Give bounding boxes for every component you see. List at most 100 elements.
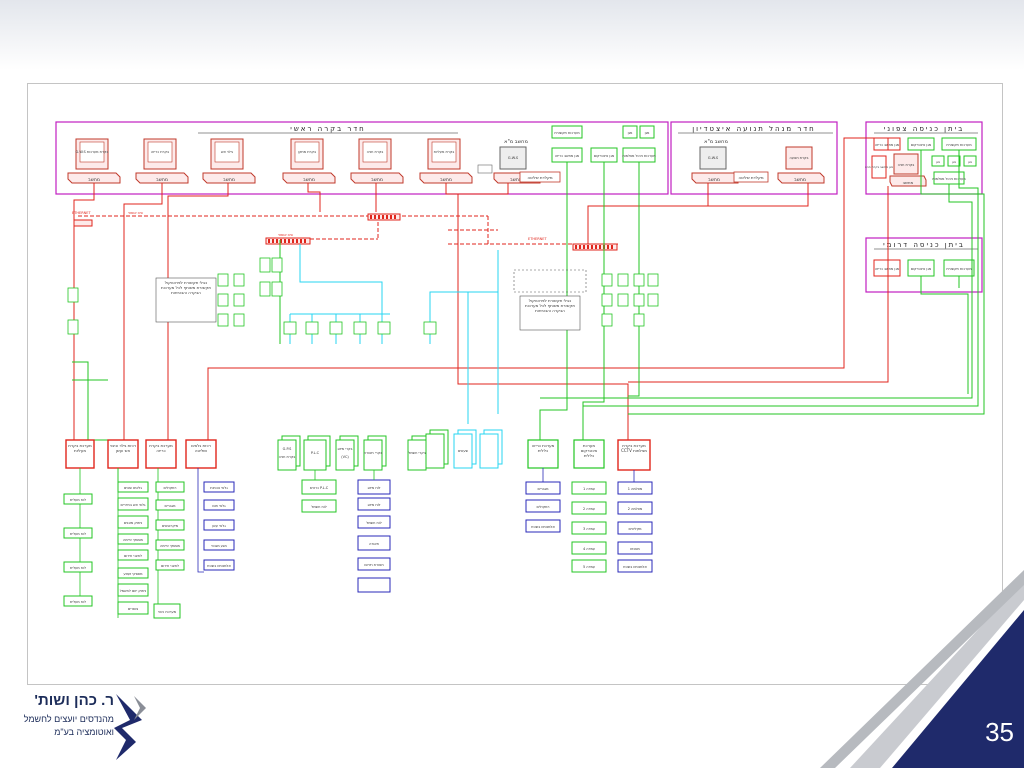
svg-text:מקלדת שליטה: מקלדת שליטה (738, 175, 763, 180)
svg-text:בקרי חשמל: בקרי חשמל (408, 451, 426, 455)
system-block-diagram: חדר בקרה ראשי חדר מנהל תנועה איצטדיון בי… (27, 83, 1003, 685)
svg-text:בקרי תאורה: בקרי תאורה (364, 451, 382, 455)
svg-text:מפסקי זרימה: מפסקי זרימה (160, 544, 180, 548)
svg-text:מגן מחשב בקרת חניה: מגן מחשב בקרת חניה (865, 165, 893, 169)
right-panel-connectors (542, 468, 635, 482)
svg-text:ניתוק יזום לחשמל: ניתוק יזום לחשמל (120, 589, 147, 593)
svg-text:גלאי חום: גלאי חום (212, 504, 226, 508)
field-panel-detectors: רכזת גלאים ושליטה (185, 439, 217, 469)
svg-text:עמדה 1: עמדה 1 (583, 487, 595, 491)
logo-subtitle-line2: ואוטומציה בע"מ (54, 727, 114, 737)
svg-text:מגן אינטרקום: מגן אינטרקום (911, 143, 932, 147)
cctv-items: מצלמה 1 מצלמה 2 מקליטים מסכים אלמנטים בש… (617, 481, 653, 573)
svg-text:בקרת מעליות: בקרת מעליות (434, 150, 455, 154)
workstation-facility: בקרת מתקן מחשב (282, 138, 336, 184)
svg-text:גלאי אש בחדרים: גלאי אש בחדרים (121, 503, 146, 507)
svg-text:מגן אינטרקום: מגן אינטרקום (594, 154, 615, 158)
svg-text:גלאי עשן: גלאי עשן (212, 524, 226, 528)
plc-connectors (314, 470, 375, 480)
svg-text:עמדה 2: עמדה 2 (583, 507, 595, 511)
svg-text:מחשב: מחשב (708, 178, 720, 183)
cyan-links (289, 244, 499, 424)
svg-text:תאורת חירום: תאורת חירום (364, 563, 383, 567)
svg-text:מגן מחשב כריזה: מגן מחשב כריזה (555, 154, 580, 158)
svg-text:G.W.S: G.W.S (508, 156, 519, 160)
svg-text:גלאים שונים: גלאים שונים (124, 486, 142, 490)
field-panel-intercom: מערכת אינטרקום כללית (573, 439, 605, 469)
hvac-items: לוח מיזוג לוח מיזוג לוח חשמל תאורה תאורת… (357, 479, 391, 593)
ethernet-label-1: ETHERNET (72, 211, 91, 215)
svg-text:לוח מעלית: לוח מעלית (70, 600, 86, 604)
svg-text:P.L.C: P.L.C (311, 451, 320, 455)
logo-subtitle-line1: מהנדסים יועצים לחשמל (23, 714, 114, 724)
south-entrance-title: ביתן כניסה דרומי (883, 241, 965, 249)
network-switch-right (572, 243, 618, 251)
svg-text:לוח מיזוג: לוח מיזוג (367, 486, 380, 490)
svg-text:לוח מעלית: לוח מעלית (70, 566, 86, 570)
svg-text:לוח מעלית: לוח מעלית (70, 532, 86, 536)
traffic-keyboard (733, 171, 769, 183)
svg-text:G.W.S: G.W.S (708, 156, 719, 160)
svg-text:מגברים: מגברים (165, 504, 177, 508)
north-entrance-contents: מגן מחשב כריזה מגן אינטרקום מערכות תקשור… (865, 137, 977, 187)
panel-connectors-blue (197, 468, 204, 573)
svg-text:מערכות תקשורת: מערכות תקשורת (554, 131, 580, 135)
svg-text:G.W.S בקרת מערכות: G.W.S בקרת מערכות (76, 150, 109, 154)
svg-text:מגן: מגן (936, 160, 940, 164)
svg-text:(VC): (VC) (341, 455, 349, 459)
svg-text:מצלמה 2: מצלמה 2 (628, 507, 643, 511)
svg-text:גילוי אש: גילוי אש (221, 150, 233, 154)
fire-items: גלאים שונים גלאי אש בחדרים ניתוק מזגנים … (117, 481, 181, 619)
pa-items: רמקולים מגברים מיקרופונים מפסקי זרימה לח… (155, 481, 185, 571)
svg-text:מחשב: מחשב (371, 178, 383, 183)
pa-right-items: מגברים רמקולים אלמנטים בשטח (525, 481, 561, 533)
main-control-room-title: חדר בקרה ראשי (290, 125, 366, 133)
svg-text:מערכות ניהול מצלמות: מערכות ניהול מצלמות (622, 154, 656, 158)
ethernet-label-2: ETHERNET (528, 237, 547, 241)
field-panel-pa: מערכת בקרת כריזה (145, 439, 177, 469)
svg-text:מחשב: מחשב (88, 178, 100, 183)
svg-text:לחצני חירום: לחצני חירום (124, 554, 142, 558)
slide-header-gradient (0, 0, 1024, 70)
field-panel-fire: רכזת גילוי וכיבוי אש ועשן (107, 439, 139, 469)
svg-text:אלמנטים בשטח: אלמנטים בשטח (623, 565, 647, 569)
svg-text:בקרת חניה: בקרת חניה (898, 163, 915, 167)
logo-company-name: ר. כהן ושות' (34, 692, 114, 709)
company-logo: ר. כהן ושות' מהנדסים יועצים לחשמל ואוטומ… (8, 690, 148, 764)
note-left: כבלי תקשורת לפרוטוקול תקשורת משותף לכל מ… (155, 277, 217, 323)
svg-text:מחשב מ"א: מחשב מ"א (704, 139, 728, 145)
fiber-label-2: סיב אופטי (278, 233, 293, 237)
svg-text:ניתוק מזגנים: ניתוק מזגנים (124, 521, 143, 525)
north-entrance-title: ביתן כניסה צפוני (884, 125, 965, 133)
elevator-items: לוח מעלית לוח מעלית לוח מעלית לוח מעלית (63, 493, 93, 607)
south-entrance-room (865, 237, 983, 293)
cctv-keyboard (519, 171, 561, 183)
plc-items: כרטיס P.L.C לוח חשמל (301, 479, 337, 513)
svg-text:מגע מגנטי: מגע מגנטי (211, 544, 227, 548)
dashed-zone (513, 269, 587, 293)
page-number: 35 (985, 717, 1014, 747)
svg-text:רמקולים: רמקולים (537, 505, 550, 509)
svg-text:מיקרופונים: מיקרופונים (162, 524, 179, 528)
svg-text:מחשב: מחשב (156, 178, 168, 183)
svg-text:בקרת חניה: בקרת חניה (279, 455, 296, 459)
logo-mark-icon (114, 694, 146, 760)
svg-text:מחשב: מחשב (903, 180, 914, 185)
field-nodes (67, 257, 659, 335)
network-switch-far-left (73, 219, 93, 227)
network-switch-center (367, 213, 401, 221)
svg-text:מגן: מגן (968, 160, 972, 164)
svg-text:מפסקי זרימה: מפסקי זרימה (123, 538, 143, 542)
svg-text:מערכות ניהול מצלמות: מערכות ניהול מצלמות (932, 177, 966, 181)
svg-text:מגן אינטרקום: מגן אינטרקום (911, 267, 932, 271)
svg-text:לוח חשמל: לוח חשמל (311, 505, 326, 509)
note-right: כבלי תקשורת לפרוטוקול תקשורת משותף לכל מ… (519, 295, 581, 331)
main-room-small-boxes: מערכות תקשורת מגן מחשב כריזה מגן אינטרקו… (551, 125, 656, 163)
svg-text:מערכות תקשורת: מערכות תקשורת (946, 143, 972, 147)
green-links (72, 150, 985, 444)
svg-text:לוח מעלית: לוח מעלית (70, 498, 86, 502)
svg-text:מחשב מ"א: מחשב מ"א (504, 139, 528, 145)
intercom-items: עמדה 1 עמדה 2 עמדה 3 עמדה 4 עמדה 5 (571, 481, 607, 573)
svg-text:מגן: מגן (952, 160, 956, 164)
svg-text:מערכות תקשורת: מערכות תקשורת (946, 267, 972, 271)
